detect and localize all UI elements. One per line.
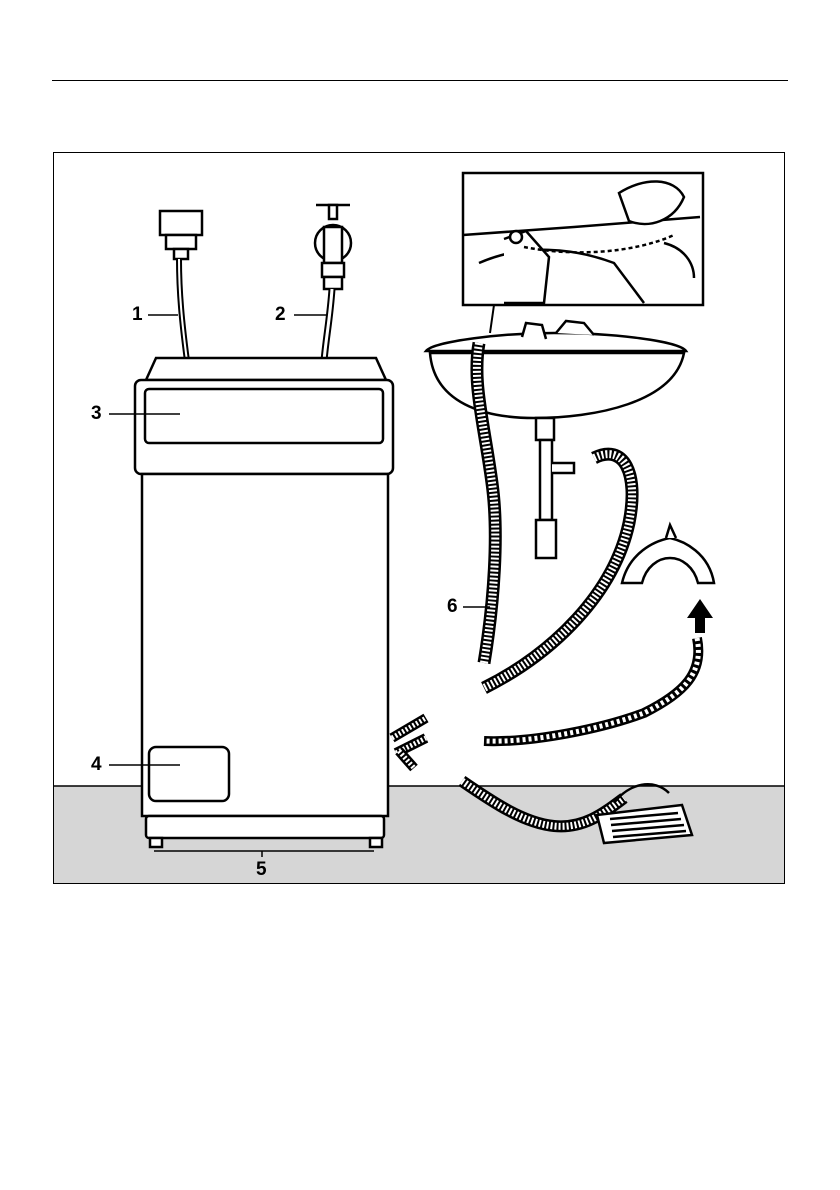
hose-pieces xyxy=(392,718,426,768)
diagram-drawing xyxy=(54,153,785,884)
extension-hose xyxy=(484,638,698,741)
arrow-up xyxy=(687,599,713,633)
inset-pointer xyxy=(490,305,494,333)
callout-1: 1 xyxy=(132,305,143,324)
siphon-hose xyxy=(484,454,632,688)
callout-2: 2 xyxy=(275,305,286,324)
inset-view xyxy=(463,173,703,305)
installation-diagram: 1 2 3 4 5 6 xyxy=(53,152,785,884)
top-rule xyxy=(52,80,788,81)
hose-guide xyxy=(622,525,714,583)
callout-5: 5 xyxy=(256,860,267,879)
callout-3: 3 xyxy=(91,404,102,423)
callout-4: 4 xyxy=(91,755,102,774)
water-tap xyxy=(315,205,351,289)
washing-machine xyxy=(135,358,393,847)
callout-6: 6 xyxy=(447,597,458,616)
power-plug xyxy=(160,211,202,259)
washbasin xyxy=(426,321,686,558)
